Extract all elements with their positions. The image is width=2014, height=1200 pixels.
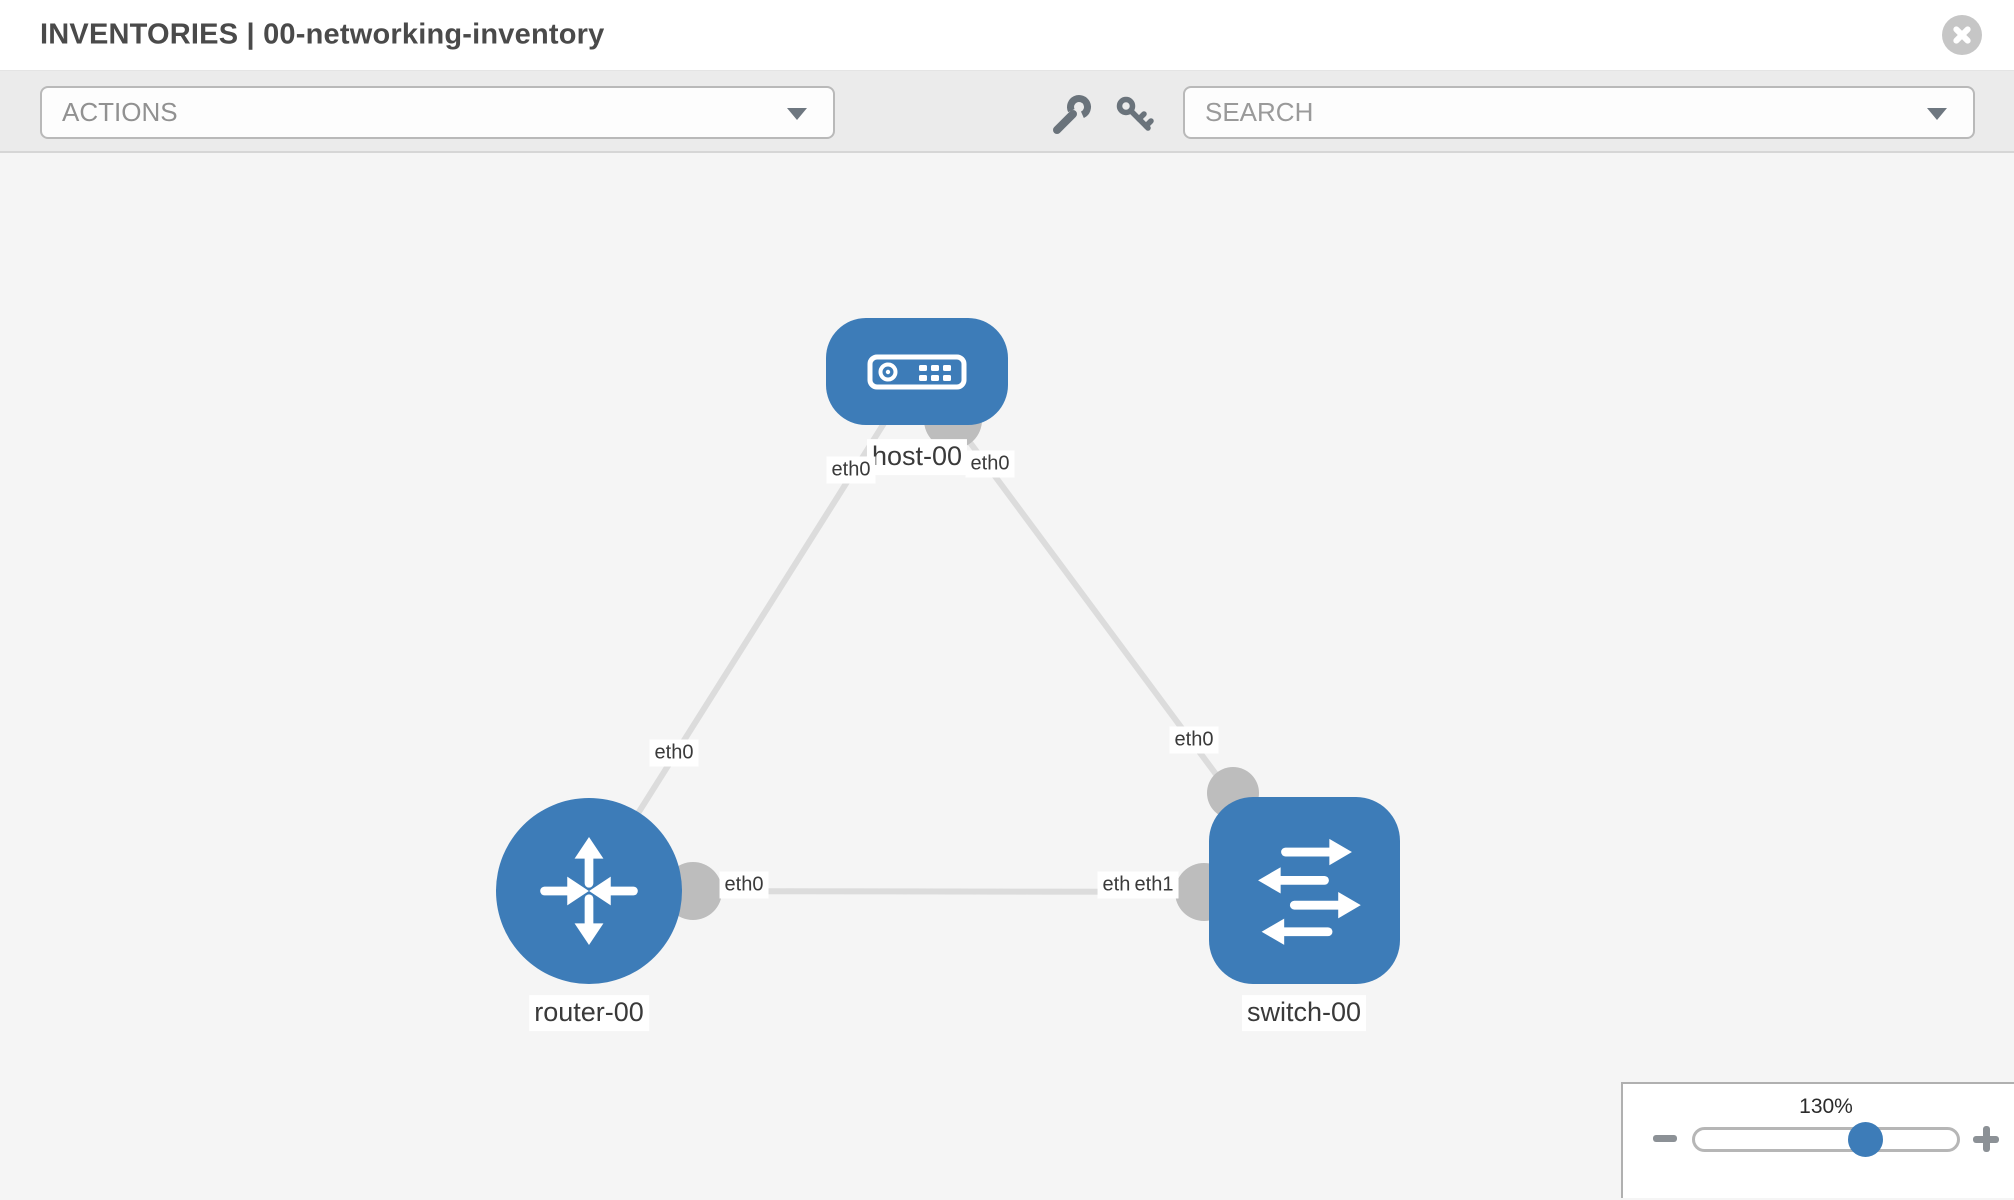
interface-label: eth1 — [1129, 871, 1179, 899]
chevron-down-icon — [1927, 107, 1947, 120]
interface-label: eth0 — [1169, 726, 1219, 754]
node-switch-00[interactable] — [1209, 797, 1400, 984]
close-button[interactable] — [1942, 15, 1982, 55]
page-title: INVENTORIES | 00-networking-inventory — [40, 18, 605, 51]
switch-icon — [1257, 838, 1361, 945]
zoom-out-button[interactable] — [1653, 1135, 1677, 1142]
router-icon — [540, 836, 638, 946]
search-input[interactable] — [1185, 88, 1973, 137]
search-dropdown[interactable] — [1183, 86, 1975, 139]
node-label-router: router-00 — [529, 995, 649, 1031]
topology-links-layer — [586, 369, 1307, 921]
toolbar: ACTIONS — [0, 71, 2014, 153]
wrench-icon — [1053, 95, 1091, 134]
zoom-slider[interactable] — [1692, 1122, 1960, 1157]
node-label-host: host-00 — [866, 439, 968, 475]
zoom-in-button[interactable] — [1973, 1126, 1999, 1152]
node-router-00[interactable] — [496, 798, 682, 984]
zoom-level-readout: 130% — [1799, 1095, 1853, 1118]
actions-dropdown-label: ACTIONS — [62, 97, 178, 127]
zoom-slider-thumb[interactable] — [1848, 1122, 1883, 1157]
interface-label: eth0 — [649, 739, 699, 767]
key-icon — [1116, 96, 1154, 131]
key-button[interactable] — [1113, 93, 1157, 137]
interface-label: eth0 — [826, 456, 876, 484]
chevron-down-icon — [787, 107, 807, 120]
interface-label: eth0 — [965, 450, 1015, 478]
zoom-panel: 130% — [1621, 1082, 2014, 1198]
wrench-button[interactable] — [1050, 93, 1094, 137]
host-icon — [867, 354, 967, 389]
interface-label: eth0 — [719, 871, 769, 899]
actions-dropdown[interactable]: ACTIONS — [40, 86, 835, 139]
node-host-00[interactable] — [826, 318, 1008, 425]
node-label-switch: switch-00 — [1241, 995, 1367, 1031]
topology-canvas[interactable]: host-00 router-00 switch-00 eth0 eth0 et… — [0, 153, 2014, 1198]
window-titlebar: INVENTORIES | 00-networking-inventory — [0, 0, 2014, 71]
